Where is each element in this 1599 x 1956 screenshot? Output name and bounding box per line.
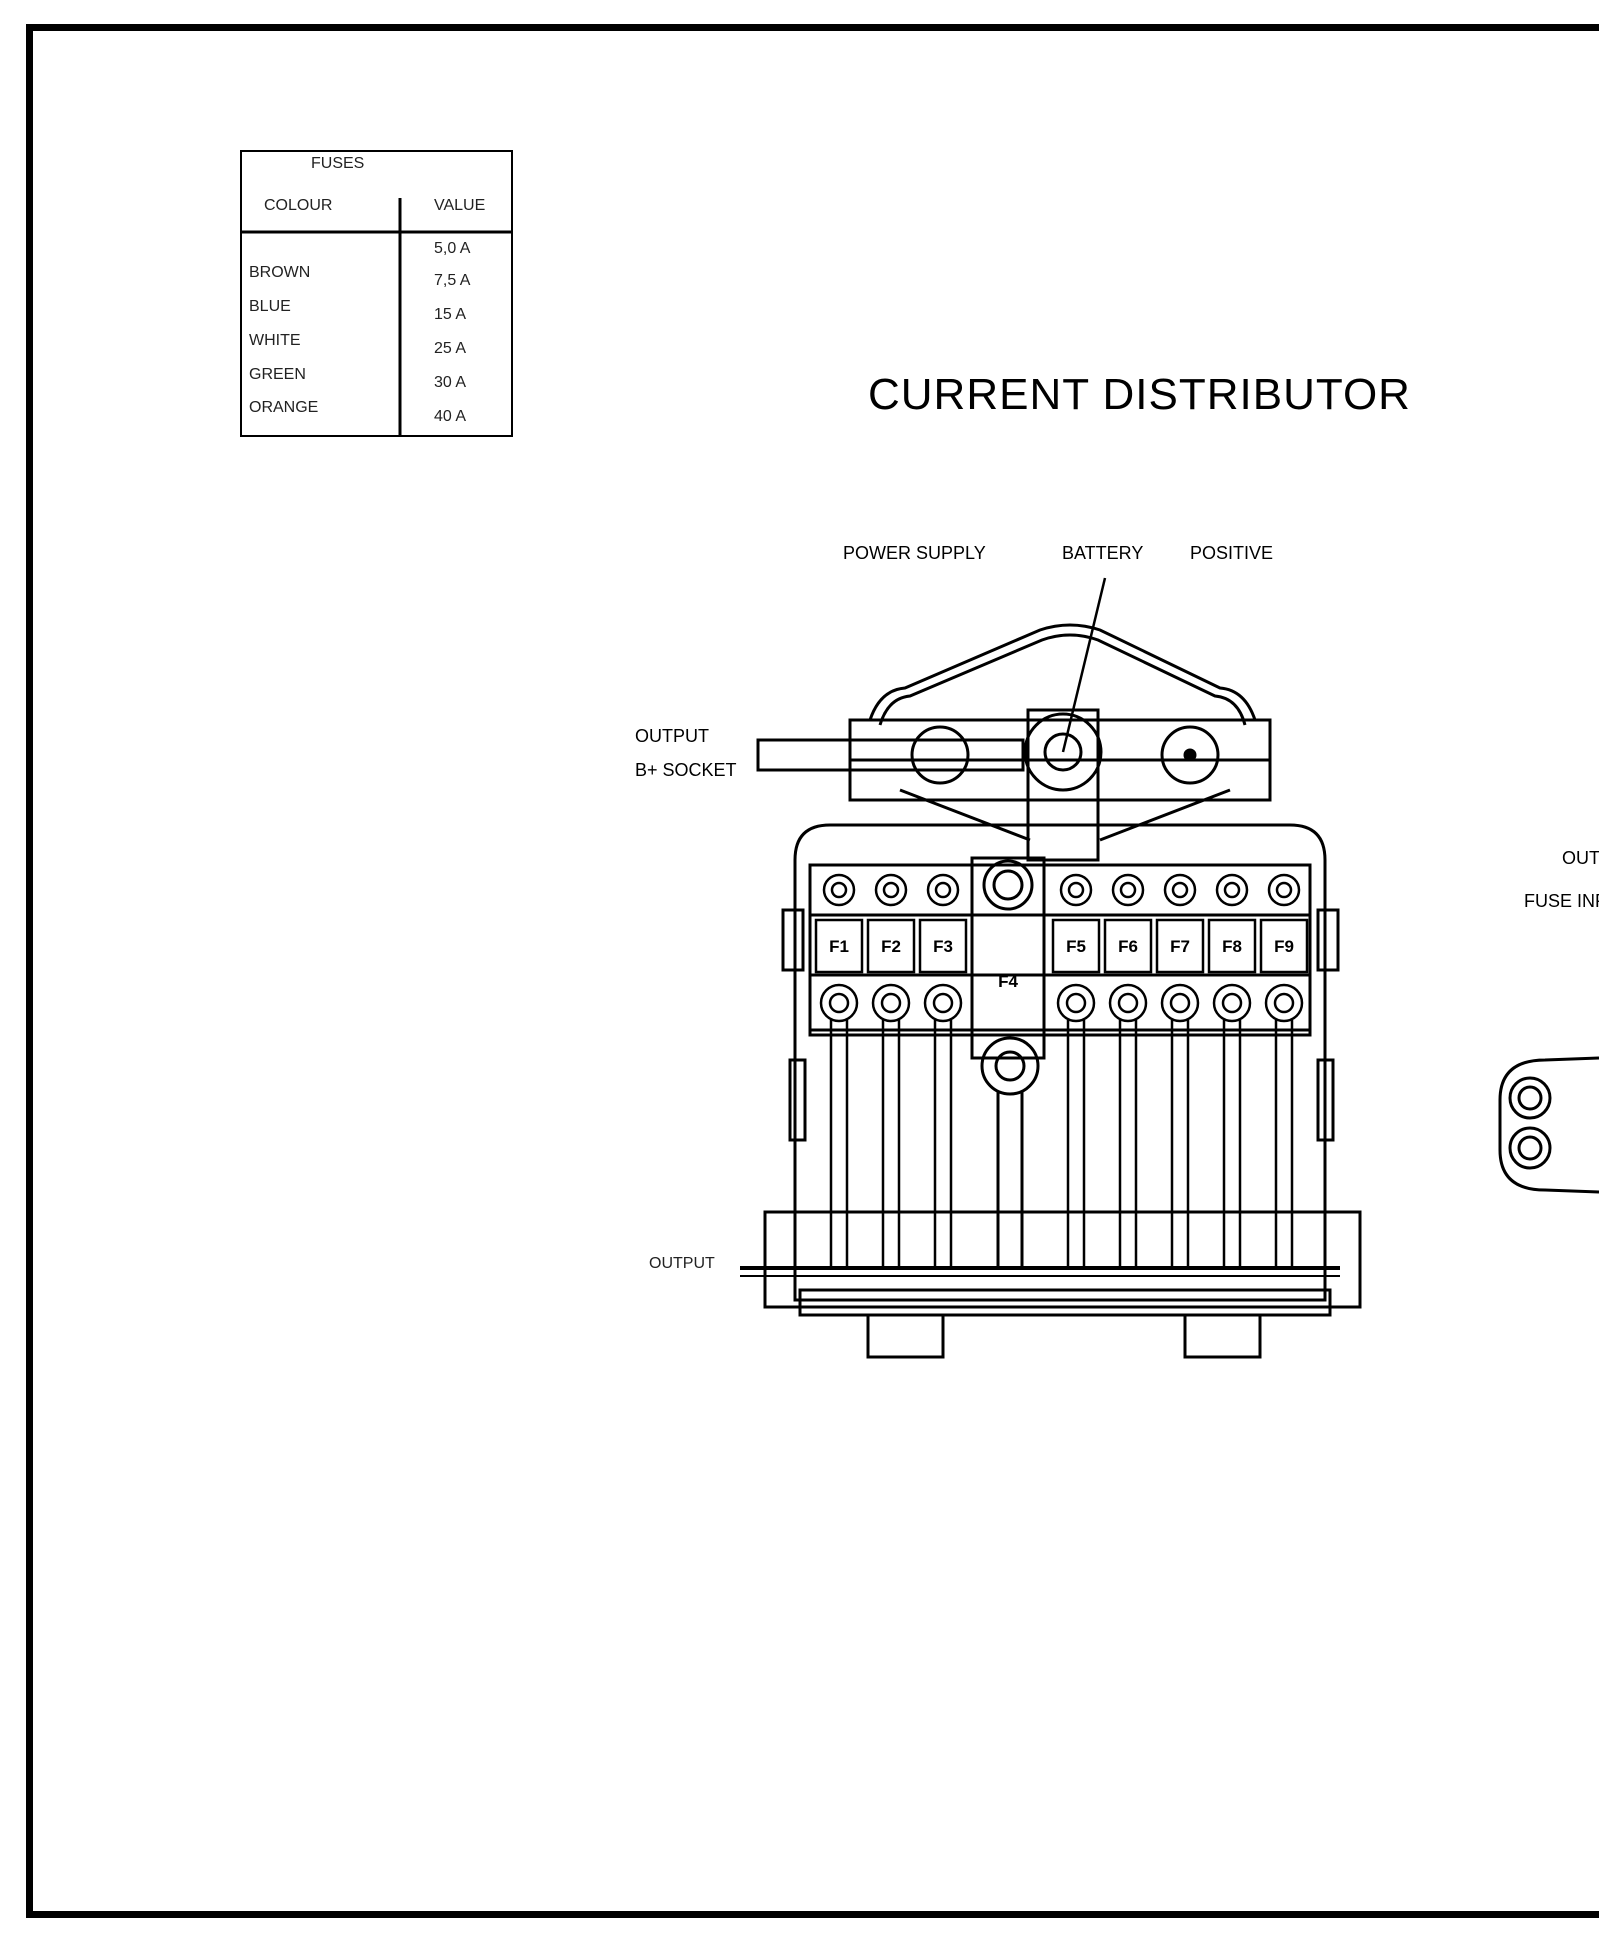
fuse-cell-f2: [866, 873, 916, 1268]
label-b-socket: B+ SOCKET: [635, 760, 737, 780]
fuse-cell-f6: [1103, 873, 1153, 1268]
fuse-label-f2: F2: [881, 937, 901, 956]
fuse-value-25a: 25 A: [434, 340, 467, 357]
label-positive: POSITIVE: [1190, 543, 1274, 563]
fuse-label-f6: F6: [1118, 937, 1138, 956]
fuse-table-heading: FUSES: [311, 155, 365, 172]
fuse-value-40a: 40 A: [434, 408, 467, 425]
fuse-label-f7: F7: [1170, 937, 1190, 956]
fuse-value-30a: 30 A: [434, 374, 467, 391]
fuse-label-f1: F1: [829, 937, 849, 956]
fuse-colour-orange: ORANGE: [249, 399, 319, 416]
fuse-colour-white: WHITE: [249, 332, 301, 349]
fuse-cell-f7: [1155, 873, 1205, 1268]
page-title: CURRENT DISTRIBUTOR: [868, 370, 1411, 419]
fuse-cell-f9: [1259, 873, 1309, 1268]
fuse-table-value-header: VALUE: [434, 197, 486, 214]
fuse-colour-blue: BLUE: [249, 298, 291, 315]
fuse-label-f3: F3: [933, 937, 953, 956]
label-out-right: OUT: [1562, 848, 1599, 868]
fuse-cell-f5: [1051, 873, 1101, 1268]
fuse-table-colour-header: COLOUR: [264, 197, 333, 214]
fuse-cell-f3: [918, 873, 968, 1268]
fuse-cell-f1: [814, 873, 864, 1268]
label-output-bottom: OUTPUT: [649, 1255, 715, 1272]
fuse-cell-f8: [1207, 873, 1257, 1268]
fuse-value-5a: 5,0 A: [434, 240, 471, 257]
fuse-colour-green: GREEN: [249, 366, 306, 383]
label-battery: BATTERY: [1062, 543, 1144, 563]
drawing-border: [26, 24, 1599, 1918]
fuse-colour-brown: BROWN: [249, 264, 311, 281]
label-power-supply: POWER SUPPLY: [843, 543, 986, 563]
fuse-label-f9: F9: [1274, 937, 1294, 956]
fuse-value-15a: 15 A: [434, 306, 467, 323]
fuse-label-f8: F8: [1222, 937, 1242, 956]
fuse-label-f5: F5: [1066, 937, 1086, 956]
label-fuse-inp: FUSE INP: [1524, 891, 1599, 911]
fuse-label-f4: F4: [998, 972, 1018, 991]
right-connector: [1498, 1056, 1599, 1194]
fuse-value-7-5a: 7,5 A: [434, 272, 471, 289]
label-output-top: OUTPUT: [635, 726, 709, 746]
